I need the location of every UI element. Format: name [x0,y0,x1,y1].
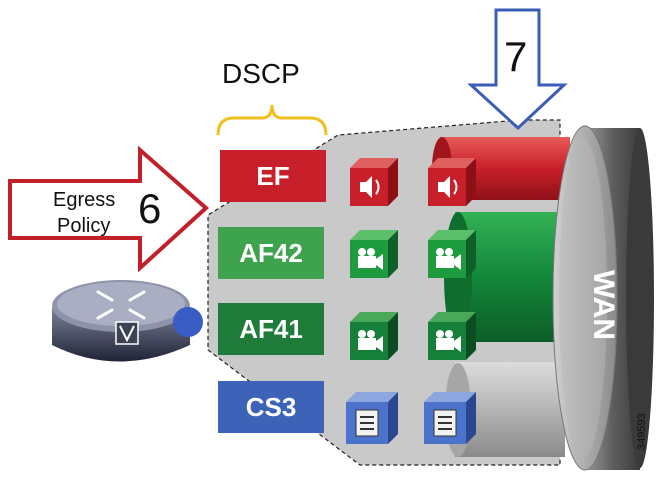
wan-arrow [467,8,568,131]
wan-step-number: 7 [504,33,528,80]
dscp-box-cs3: CS3 [218,381,324,433]
egress-arrow [8,145,210,273]
dscp-box-af42: AF42 [218,227,324,279]
cube-ef-2 [428,158,476,206]
cube-af42-1 [350,230,398,278]
egress-step-number: 6 [138,185,162,232]
dscp-title: DSCP [222,58,300,89]
dscp-brace [216,104,328,136]
dscp-box-ef: EF [220,150,326,202]
router-icon [52,280,203,362]
dscp-box-af41: AF41 [218,303,324,355]
cube-cs3-2 [424,392,476,444]
cube-ef-1 [350,158,398,206]
figure-id: 349593 [636,413,648,450]
cube-af41-2 [428,312,476,360]
wan-cylinder [552,125,654,471]
cube-cs3-1 [346,392,398,444]
cube-af41-1 [350,312,398,360]
egress-label-line2: Policy [57,215,111,237]
cube-af42-2 [428,230,476,278]
egress-label-line1: Egress [53,189,116,211]
wan-label: WAN [587,270,620,340]
